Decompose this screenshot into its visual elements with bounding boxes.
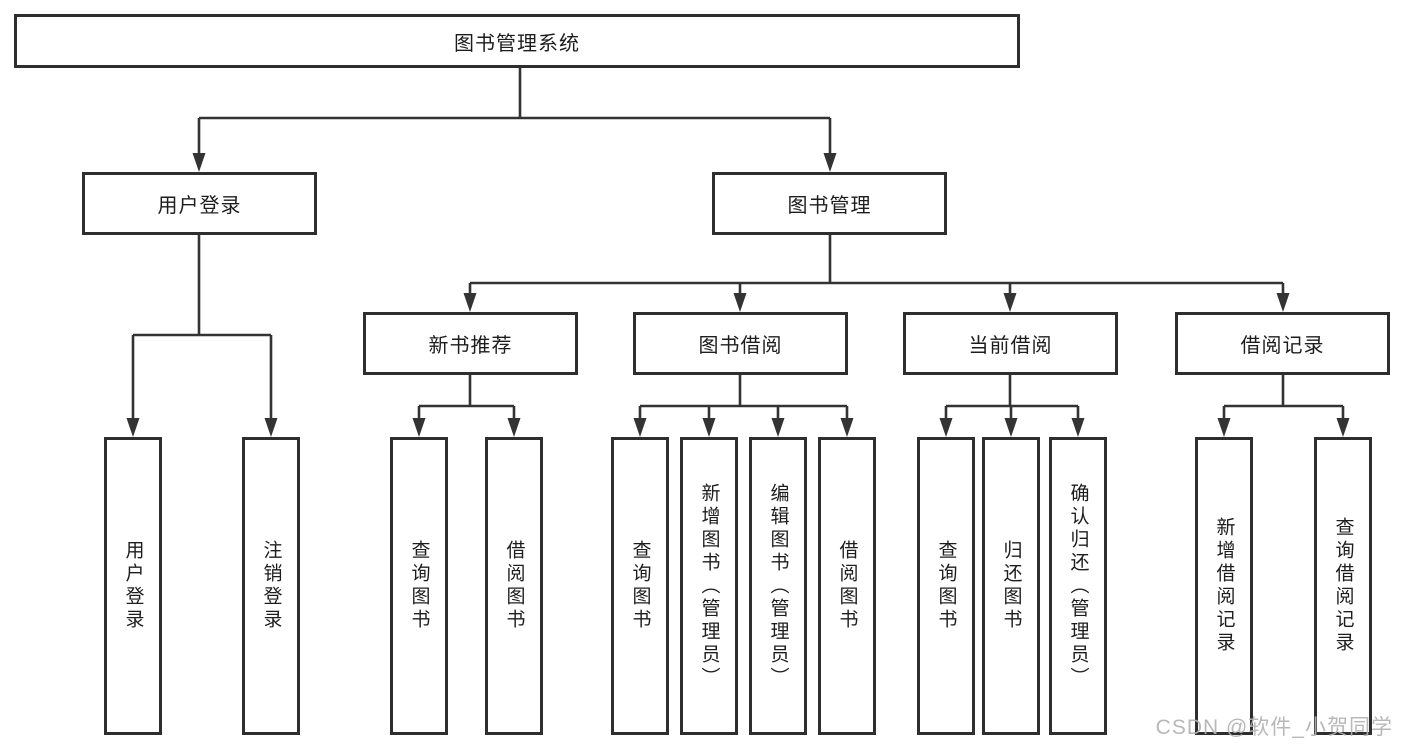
leaf-current-query-books: 查询图书 [917,437,975,735]
node-borrow-records: 借阅记录 [1175,312,1390,375]
leaf-logout-label: 注销登录 [260,540,282,632]
leaf-current-query-books-label: 查询图书 [935,540,957,632]
leaf-borrow-books-label: 借阅图书 [836,540,858,632]
leaf-confirm-return-admin-label: 确认归还（管理员） [1067,482,1089,690]
node-new-book-recommend: 新书推荐 [363,312,578,375]
leaf-return-books-label: 归还图书 [1000,540,1022,632]
connector-book-borrow [638,375,849,421]
leaf-recommend-query-books-label: 查询图书 [408,540,430,632]
leaf-add-borrow-record: 新增借阅记录 [1195,437,1253,735]
connector-book-management [468,235,1285,296]
leaf-edit-books-admin-label: 编辑图书（管理员） [767,482,789,690]
leaf-query-borrow-record-label: 查询借阅记录 [1332,517,1354,655]
leaf-borrow-books: 借阅图书 [818,437,876,735]
leaf-recommend-borrow-books-label: 借阅图书 [503,540,525,632]
node-book-borrow-label: 图书借阅 [698,335,783,357]
leaf-borrow-query-books-label: 查询图书 [629,540,651,632]
connector-new-book-recommend [417,375,516,421]
node-user-login-label: 用户登录 [157,195,242,217]
csdn-watermark: CSDN @软件_小贺同学 [1155,716,1393,739]
node-book-management-label: 图书管理 [787,195,872,217]
node-root: 图书管理系统 [14,14,1020,68]
node-book-management: 图书管理 [712,172,947,235]
node-current-borrow-label: 当前借阅 [968,335,1053,357]
node-current-borrow: 当前借阅 [903,312,1118,375]
connector-borrow-records [1222,375,1345,421]
node-new-book-recommend-label: 新书推荐 [428,335,513,357]
leaf-borrow-query-books: 查询图书 [611,437,669,735]
leaf-query-borrow-record: 查询借阅记录 [1314,437,1372,735]
leaf-user-login-label: 用户登录 [122,540,144,632]
connector-root [197,68,832,156]
leaf-add-books-admin-label: 新增图书（管理员） [698,482,720,690]
leaf-recommend-borrow-books: 借阅图书 [485,437,543,735]
leaf-add-borrow-record-label: 新增借阅记录 [1213,517,1235,655]
leaf-add-books-admin: 新增图书（管理员） [680,437,738,735]
node-book-borrow: 图书借阅 [633,312,848,375]
leaf-return-books: 归还图书 [982,437,1040,735]
node-root-label: 图书管理系统 [454,32,580,55]
leaf-logout: 注销登录 [242,437,300,735]
leaf-edit-books-admin: 编辑图书（管理员） [749,437,807,735]
leaf-user-login: 用户登录 [104,437,162,735]
node-user-login: 用户登录 [82,172,317,235]
leaf-recommend-query-books: 查询图书 [390,437,448,735]
connector-user-login [131,235,273,421]
arrowheads [126,153,1350,437]
leaf-confirm-return-admin: 确认归还（管理员） [1049,437,1107,735]
node-borrow-records-label: 借阅记录 [1240,335,1325,357]
connector-current-borrow [944,375,1080,421]
